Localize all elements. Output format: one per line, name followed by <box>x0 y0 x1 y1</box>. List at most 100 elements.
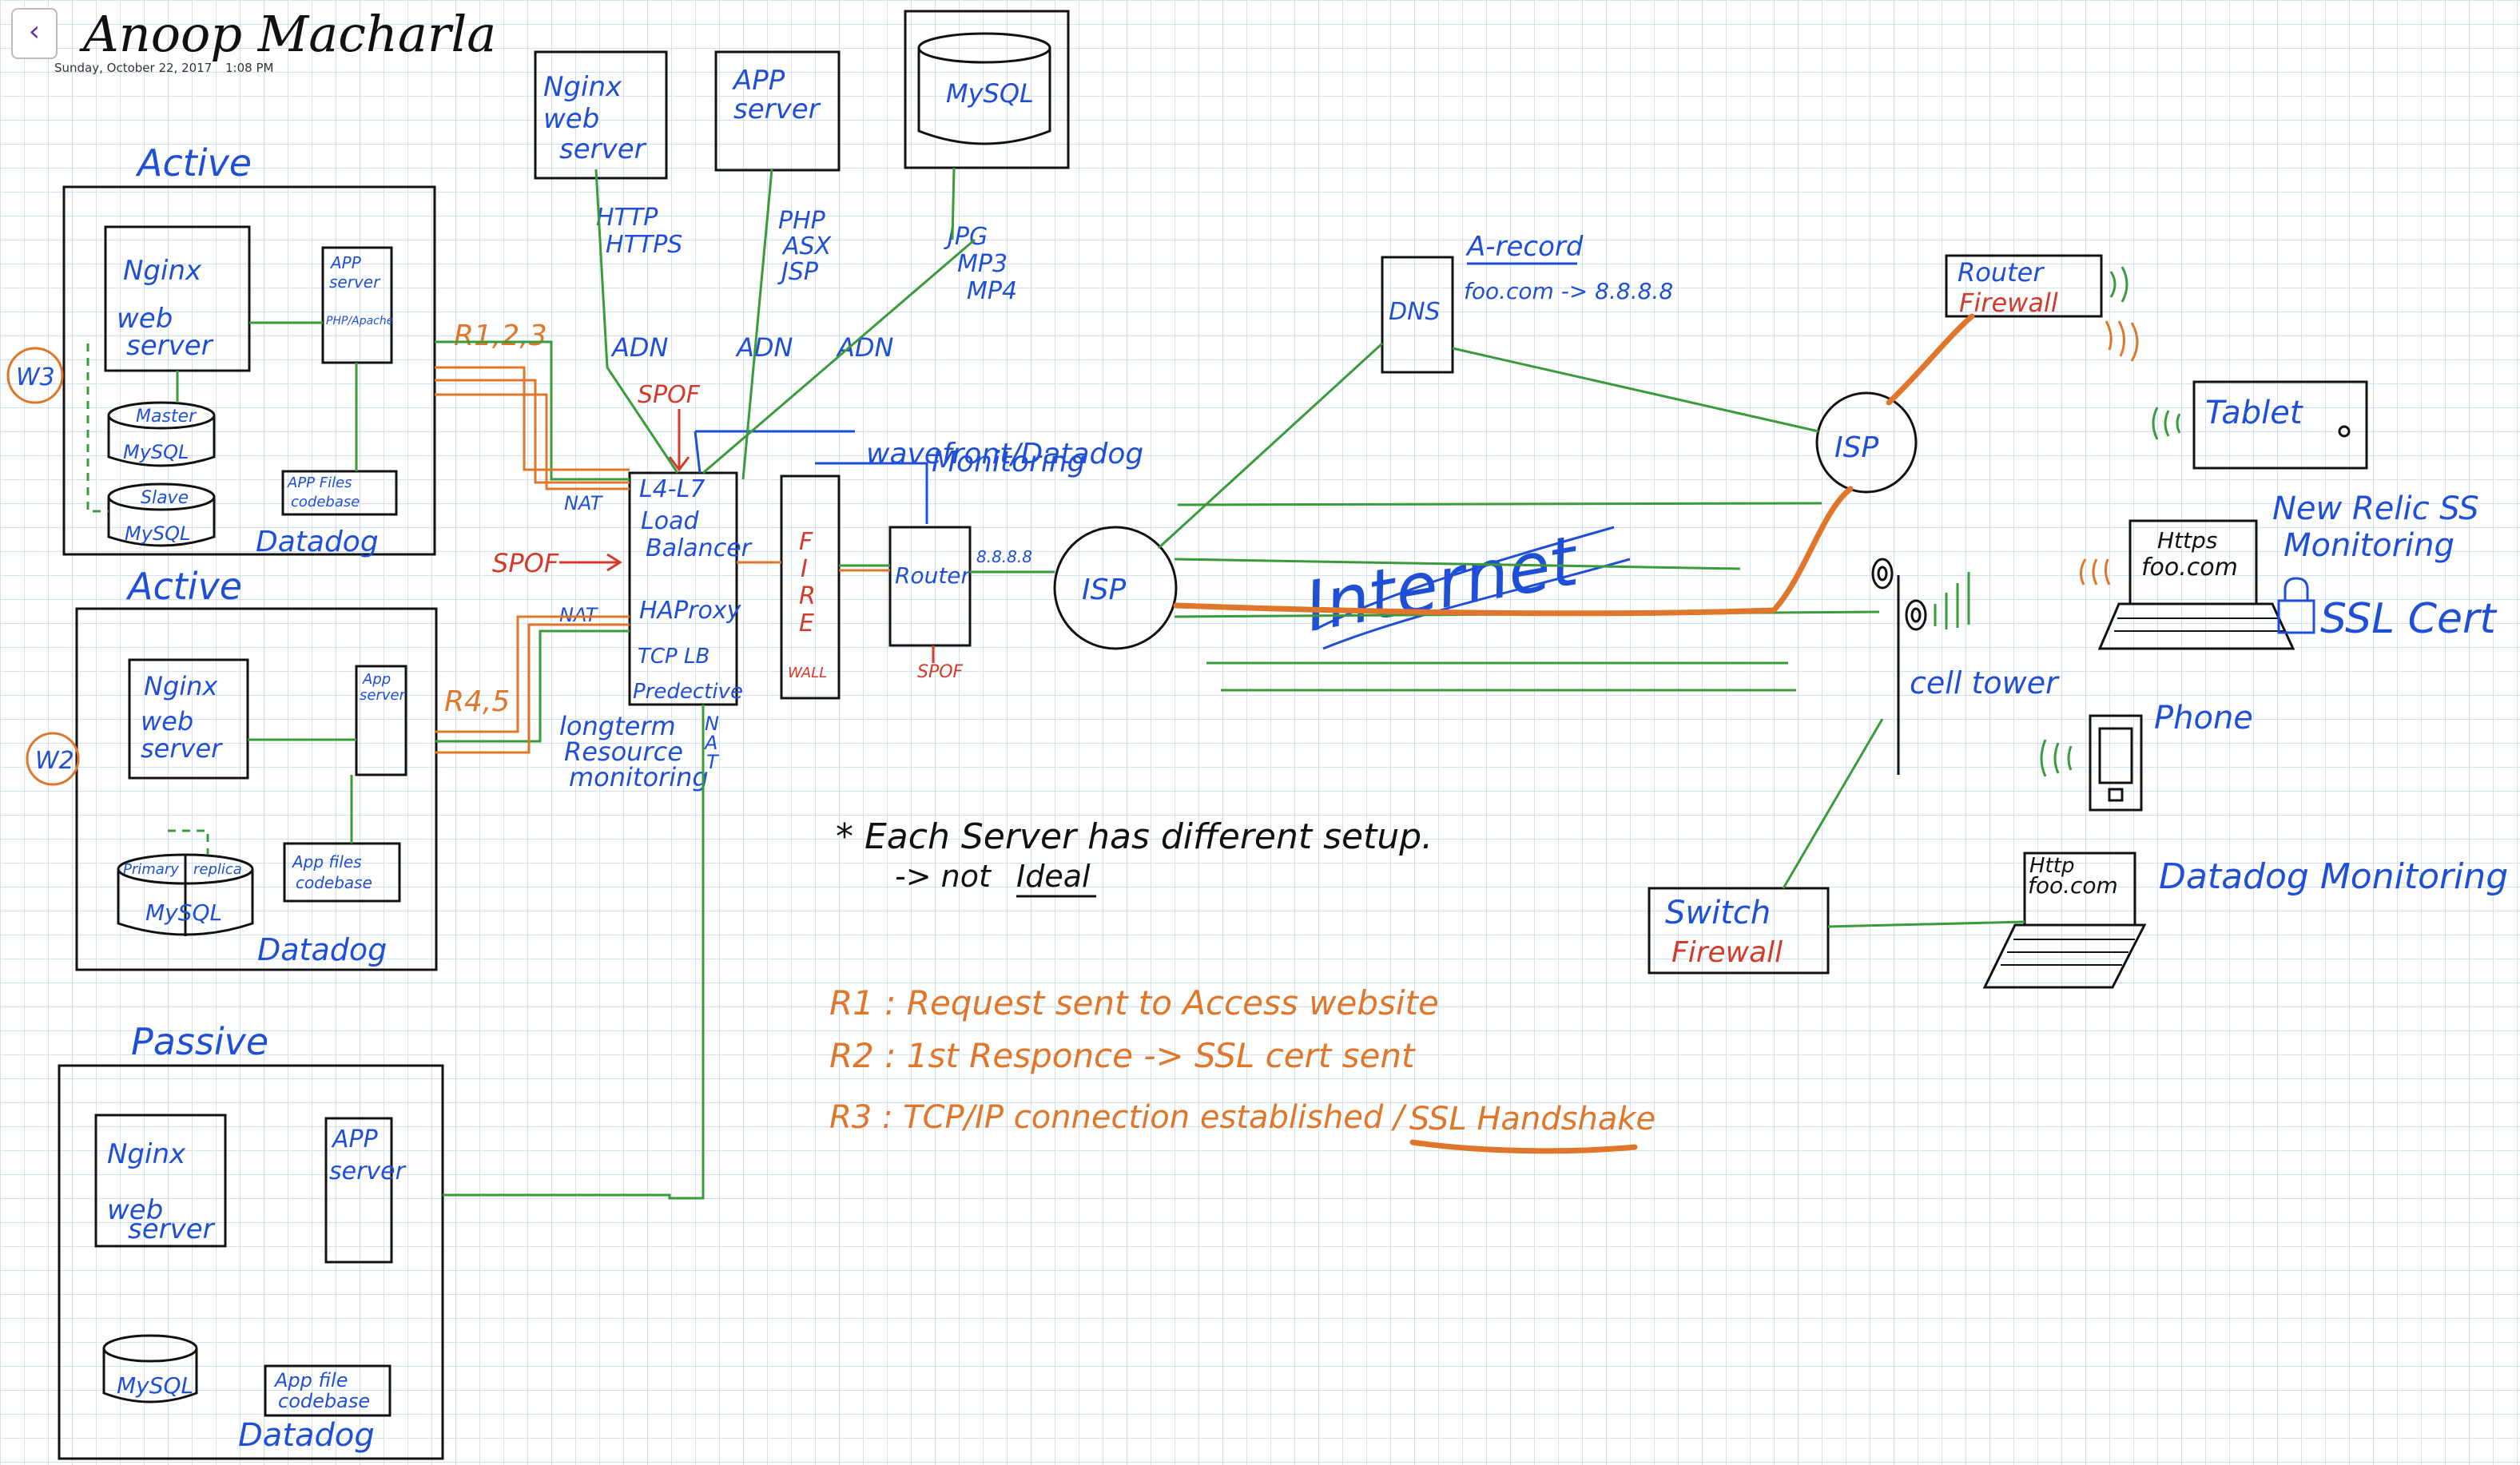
orange-request-paths <box>435 313 1975 754</box>
cluster2-nginx-box <box>128 658 249 780</box>
cluster2-box <box>75 607 438 971</box>
laptop-http-screen2: foo.com <box>2028 872 2118 899</box>
cluster2-db-primary: Primary <box>123 861 179 878</box>
legend-r3-underline <box>1409 1139 1638 1154</box>
adn-label-1: ADN <box>610 332 669 363</box>
req-path-c2-b <box>435 623 630 754</box>
top-mysql-db-icon <box>917 32 1051 145</box>
router-ip: 8.8.8.8 <box>976 547 1032 566</box>
page-date: Sunday, October 22, 2017 <box>54 61 213 75</box>
cluster3-nginx-box <box>94 1114 227 1248</box>
link-switch-laptop <box>1827 920 2025 928</box>
cluster3-app-box <box>324 1117 393 1264</box>
router-box <box>888 526 972 647</box>
legend-r2: R2 : 1st Responce -> SSL cert sent <box>829 1036 1416 1075</box>
cluster1-master-db-icon <box>107 401 216 467</box>
tablet-label: Tablet <box>2205 395 2303 431</box>
laptop-https-screen2: foo.com <box>2141 554 2238 582</box>
dns-label: DNS <box>1389 298 1441 326</box>
internet-label: Internet <box>1299 521 1585 648</box>
firewall-wall: WALL <box>788 665 827 681</box>
dns-record: A-record <box>1465 231 1584 263</box>
back-button[interactable]: ‹ <box>11 8 58 59</box>
isp-right-label: ISP <box>1834 431 1878 464</box>
new-relic-line1: New Relic SS <box>2272 490 2479 527</box>
cluster1-title: Active <box>135 141 252 185</box>
isp-left-label: ISP <box>1082 574 1126 606</box>
req-path-isp-router <box>1886 313 1975 406</box>
cluster1-monitor: Datadog <box>256 526 379 558</box>
cluster2-app-box <box>355 665 407 776</box>
laptop-https-screen1: Https <box>2157 527 2217 554</box>
switch-firewall: Firewall <box>1671 936 1783 969</box>
cluster2-files-box <box>283 842 401 903</box>
cluster1-slave-db-icon <box>107 482 216 547</box>
dns-box <box>1381 256 1454 374</box>
top-mysql-label: MySQL <box>946 78 1034 109</box>
cluster2-title: Active <box>125 565 242 608</box>
laptop-https-icon <box>2097 519 2295 650</box>
cell-tower-label: cell tower <box>1910 665 2060 701</box>
green-connections <box>435 167 2025 1200</box>
cell-tower-icon <box>1871 558 1970 775</box>
monitoring-note-pointer-2 <box>815 462 928 524</box>
cluster3-monitor: Datadog <box>238 1417 375 1454</box>
top-mysql-box <box>904 10 1070 169</box>
cluster1-files-box <box>281 470 398 516</box>
laptop-http-screen1: Http <box>2029 854 2074 878</box>
spof-arrow-right <box>559 553 622 572</box>
link-top-nginx-lb <box>594 169 679 474</box>
phone-label: Phone <box>2154 700 2253 736</box>
request-r45: R4,5 <box>444 685 510 718</box>
chevron-left-icon: ‹ <box>28 15 41 48</box>
legend-r1: R1 : Request sent to Access website <box>829 983 1439 1022</box>
spof-lb-top: SPOF <box>638 381 701 409</box>
note-line1: * Each Server has different setup. <box>836 816 1433 857</box>
new-relic-line2: Monitoring <box>2284 527 2454 564</box>
lb-predective: Predective <box>633 680 743 704</box>
req-path-c1-c <box>435 393 630 490</box>
monitoring-note-line1: wavefront/Datadog <box>866 438 1143 470</box>
cluster1-db-mysql2: MySQL <box>125 522 190 545</box>
request-r123: R1,2,3 <box>454 320 547 352</box>
cluster2-db-mysql: MySQL <box>145 899 222 926</box>
adn-label-2: ADN <box>735 332 793 363</box>
cluster3-files-box <box>264 1364 392 1417</box>
cluster3-box <box>58 1064 444 1460</box>
cluster1-app-sub: PHP/Apache <box>326 315 393 328</box>
ssl-cert-label: SSL Cert <box>2320 595 2497 643</box>
router-label: Router <box>895 562 972 589</box>
phone-wifi-icon <box>2040 739 2073 777</box>
link-top-app-lb <box>741 169 773 480</box>
switch-label: Switch <box>1665 895 1771 931</box>
nat-label-1: NAT <box>564 492 604 514</box>
lock-icon <box>2277 577 2315 634</box>
req-path-internet <box>1173 486 1854 617</box>
cluster1-db-master: Master <box>136 407 197 427</box>
cluster1-db-mysql: MySQL <box>123 441 189 463</box>
link-c3-lb <box>443 705 705 1200</box>
firewall-box <box>780 474 841 700</box>
cluster2-db-icon <box>117 853 254 936</box>
link-c1-lb <box>435 340 630 481</box>
page-time: 1:08 PM <box>225 61 274 75</box>
req-path-c1-b <box>435 379 630 484</box>
router-fw-router: Router <box>1958 257 2045 288</box>
cluster3-db-icon <box>102 1334 198 1403</box>
cluster1-box <box>62 185 436 556</box>
